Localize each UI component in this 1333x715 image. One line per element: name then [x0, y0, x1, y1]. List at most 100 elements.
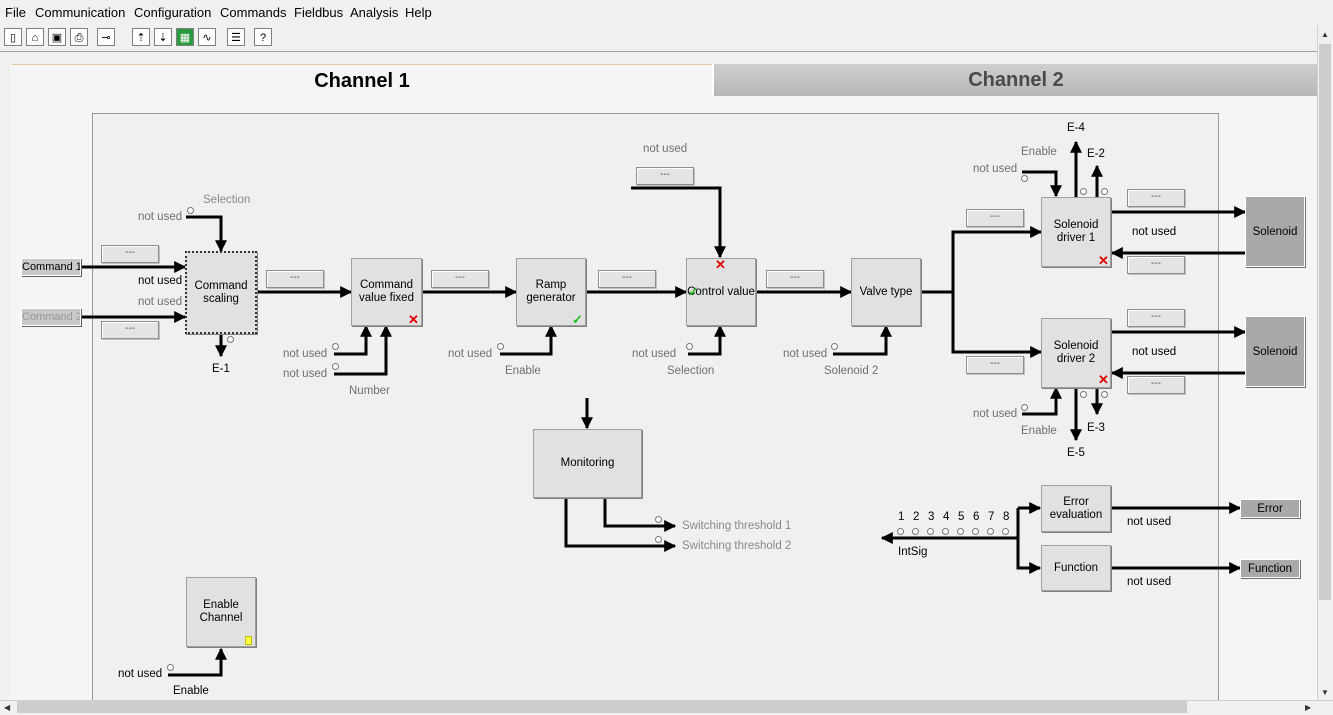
menu-help[interactable]: Help — [405, 5, 432, 20]
scaling-output-field: --- — [266, 270, 324, 288]
not-used-label: not used — [643, 143, 688, 155]
e3-label: E-3 — [1087, 422, 1105, 434]
status-led-icon — [1080, 188, 1087, 195]
analysis-icon[interactable]: ∿ — [198, 28, 216, 46]
scroll-left-icon[interactable]: ◀ — [4, 703, 11, 712]
solenoid-1-output: Solenoid — [1245, 196, 1305, 267]
new-file-icon[interactable]: ▯ — [4, 28, 22, 46]
status-led-icon — [1080, 391, 1087, 398]
not-used-label: not used — [138, 296, 183, 308]
help-icon[interactable]: ? — [254, 28, 272, 46]
print-icon[interactable]: ⎙ — [70, 28, 88, 46]
driver-2-output-field: --- — [1127, 309, 1185, 327]
status-led-icon — [686, 343, 693, 350]
scroll-right-icon[interactable]: ▶ — [1305, 703, 1312, 712]
command-scaling-block[interactable]: Command scaling — [185, 251, 257, 334]
status-led-icon — [1021, 175, 1028, 182]
not-used-label: not used — [1127, 576, 1172, 588]
toolbar: ▯ ⌂ ▣ ⎙ ⊸ ⇡ ⇣ ▦ ∿ ☰ ? — [0, 25, 1333, 52]
status-led-icon — [332, 343, 339, 350]
solenoid-2-output: Solenoid — [1245, 316, 1305, 387]
scroll-down-icon[interactable]: ▼ — [1321, 688, 1329, 697]
ok-check-icon: ✓ — [572, 312, 583, 327]
scroll-up-icon[interactable]: ▲ — [1321, 30, 1329, 39]
status-led-icon — [987, 528, 994, 535]
command-1-value-field: --- — [101, 245, 159, 263]
horizontal-scroll-thumb[interactable] — [17, 701, 1187, 713]
e2-label: E-2 — [1087, 148, 1105, 160]
error-mark-icon: ✕ — [715, 257, 726, 272]
command-1-input[interactable]: Command 1 — [21, 258, 81, 276]
driver-2-input-field: --- — [966, 356, 1024, 374]
intsig-number: 8 — [1003, 511, 1010, 523]
intsig-number: 6 — [973, 511, 980, 523]
enable-label: Enable — [173, 685, 209, 697]
vertical-scroll-thumb[interactable] — [1319, 44, 1331, 600]
not-used-label: not used — [1132, 346, 1177, 358]
status-led-icon — [897, 528, 904, 535]
solenoid-driver-1-block[interactable]: Solenoid driver 1 — [1041, 197, 1111, 267]
driver-2-feedback-field: --- — [1127, 376, 1185, 394]
menu-bar: File Communication Configuration Command… — [0, 0, 1333, 25]
status-led-icon — [1101, 391, 1108, 398]
tab-channel-2[interactable]: Channel 2 — [712, 64, 1318, 96]
menu-communication[interactable]: Communication — [35, 5, 126, 20]
status-led-icon — [831, 343, 838, 350]
status-led-icon — [912, 528, 919, 535]
e5-label: E-5 — [1067, 447, 1085, 459]
connect-icon[interactable]: ⊸ — [97, 28, 115, 46]
error-mark-icon: ✕ — [408, 312, 419, 327]
command-2-input[interactable]: Command 2 — [21, 308, 81, 326]
menu-fieldbus[interactable]: Fieldbus — [294, 5, 344, 20]
function-output: Function — [1240, 559, 1300, 578]
command-2-value-field: --- — [101, 321, 159, 339]
not-used-label: not used — [973, 408, 1018, 420]
status-led-icon — [655, 516, 662, 523]
control-value-output-field: --- — [766, 270, 824, 288]
function-block[interactable]: Function — [1041, 545, 1111, 591]
intsig-number: 4 — [943, 511, 950, 523]
not-used-label: not used — [118, 668, 163, 680]
menu-analysis[interactable]: Analysis — [350, 5, 399, 20]
save-icon[interactable]: ▣ — [48, 28, 66, 46]
status-led-icon — [497, 343, 504, 350]
driver-1-output-field: --- — [1127, 189, 1185, 207]
e4-label: E-4 — [1067, 122, 1085, 134]
status-led-icon — [227, 336, 234, 343]
error-evaluation-block[interactable]: Error evaluation — [1041, 485, 1111, 532]
warning-indicator-icon — [245, 636, 252, 645]
control-value-input-field: --- — [636, 167, 694, 185]
status-led-icon — [942, 528, 949, 535]
fixed-output-field: --- — [431, 270, 489, 288]
error-mark-icon: ✕ — [1098, 372, 1109, 387]
intsig-number: 2 — [913, 511, 920, 523]
ramp-generator-block[interactable]: Ramp generator — [516, 258, 586, 326]
e1-label: E-1 — [212, 363, 230, 375]
fieldbus-icon[interactable]: ▦ — [176, 28, 194, 46]
tab-channel-1[interactable]: Channel 1 — [12, 64, 712, 96]
selection-label: Selection — [667, 365, 715, 377]
open-folder-icon[interactable]: ⌂ — [26, 28, 44, 46]
intsig-label: IntSig — [898, 546, 928, 558]
menu-configuration[interactable]: Configuration — [134, 5, 212, 20]
menu-commands[interactable]: Commands — [220, 5, 287, 20]
not-used-label: not used — [283, 348, 328, 360]
enable-label: Enable — [1021, 425, 1057, 437]
menu-file[interactable]: File — [5, 5, 26, 20]
valve-type-block[interactable]: Valve type — [851, 258, 921, 326]
download-icon[interactable]: ⇣ — [154, 28, 172, 46]
switching-threshold-1-label: Switching threshold 1 — [682, 520, 792, 532]
solenoid-driver-2-block[interactable]: Solenoid driver 2 — [1041, 318, 1111, 388]
monitoring-block[interactable]: Monitoring — [533, 429, 642, 498]
enable-channel-block[interactable]: Enable Channel — [186, 577, 256, 647]
intsig-number: 7 — [988, 511, 995, 523]
intsig-number: 3 — [928, 511, 935, 523]
command-value-fixed-block[interactable]: Command value fixed — [351, 258, 422, 326]
list-icon[interactable]: ☰ — [227, 28, 245, 46]
upload-icon[interactable]: ⇡ — [132, 28, 150, 46]
intsig-number: 5 — [958, 511, 965, 523]
control-value-block[interactable]: Control value — [686, 258, 756, 326]
not-used-label: not used — [283, 368, 328, 380]
switching-threshold-2-label: Switching threshold 2 — [682, 540, 792, 552]
not-used-label: not used — [448, 348, 493, 360]
